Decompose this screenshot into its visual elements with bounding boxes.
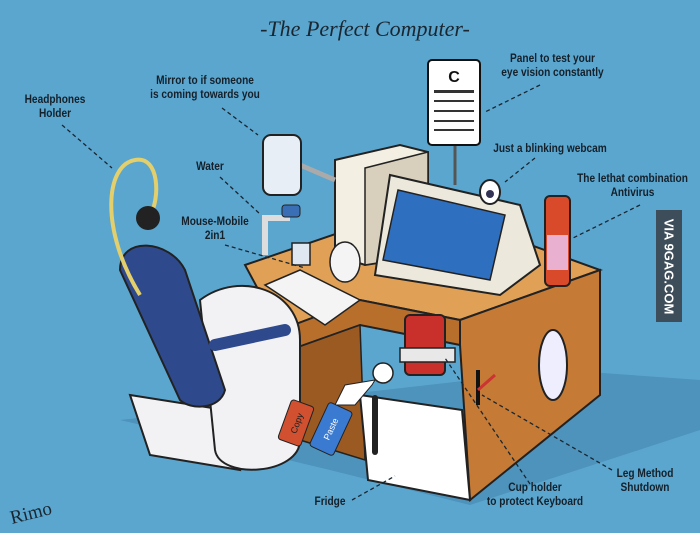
paste-pedal: Paste xyxy=(309,402,353,456)
label-mirror: Mirror to if someone is coming towards yo… xyxy=(143,74,266,102)
monitor xyxy=(373,173,542,297)
label-cup-holder: Cup holder to protect Keyboard xyxy=(478,481,592,509)
label-line: to protect Keyboard xyxy=(486,496,584,508)
label-mouse-mobile: Mouse-Mobile 2in1 xyxy=(175,215,254,243)
water-tap xyxy=(262,215,290,255)
page-title: -The Perfect Computer- xyxy=(260,16,470,41)
label-line: Holder xyxy=(38,108,72,120)
label-line: Panel to test your xyxy=(510,53,595,65)
label-line: Cup holder xyxy=(508,482,562,494)
headphone-holder xyxy=(109,157,159,297)
label-water: Water xyxy=(196,161,224,173)
mouse-mobile xyxy=(329,241,361,283)
eye-chart: C xyxy=(427,59,481,185)
mirror xyxy=(262,134,336,196)
label-line: Shutdown xyxy=(620,482,670,494)
fridge xyxy=(358,393,472,502)
urinal xyxy=(538,329,568,401)
label-line: eye vision constantly xyxy=(501,67,604,79)
copy-pedal: Copy xyxy=(277,399,315,447)
label-line: Headphones xyxy=(24,94,86,106)
label-eye-panel: Panel to test your eye vision constantly xyxy=(489,52,617,80)
monitor-screen xyxy=(382,189,506,281)
label-fridge: Fridge xyxy=(314,496,346,508)
eye-chart-letter: C xyxy=(448,69,460,86)
label-line: Mouse-Mobile xyxy=(181,216,249,228)
watermark-text: VIA 9GAG.COM xyxy=(661,218,677,314)
label-line: is coming towards you xyxy=(150,89,260,101)
keyboard xyxy=(263,269,362,326)
watermark-badge: VIA 9GAG.COM xyxy=(656,210,682,322)
toilet-chair xyxy=(118,244,301,472)
label-line: 2in1 xyxy=(204,230,226,242)
headphones xyxy=(136,206,160,230)
label-line: Antivirus xyxy=(610,187,655,199)
callout-arrows xyxy=(61,84,641,501)
label-webcam: Just a blinking webcam xyxy=(493,143,607,155)
toilet-paper xyxy=(372,362,394,384)
cup-holder xyxy=(399,314,456,376)
water-glass xyxy=(291,242,311,266)
label-line: The lethat combination xyxy=(577,173,688,185)
label-line: Mirror to if someone xyxy=(156,75,254,87)
label-line: Leg Method xyxy=(616,468,674,480)
